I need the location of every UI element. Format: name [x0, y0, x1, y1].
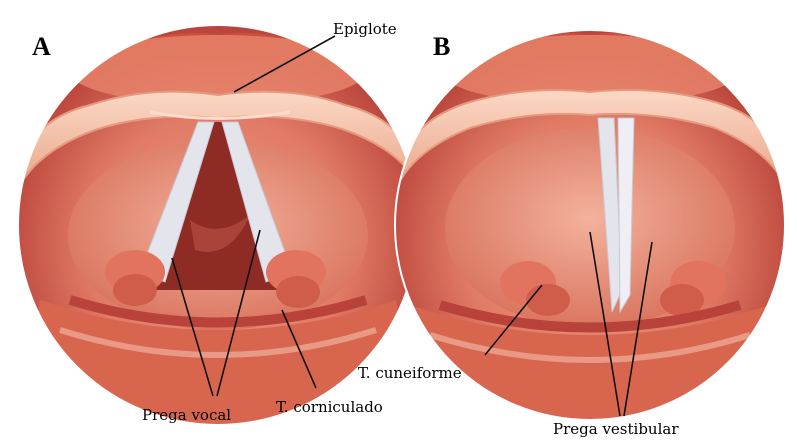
panel-letter-b: B: [433, 32, 450, 62]
panel-letter-a: A: [32, 32, 51, 62]
label-prega-vocal: Prega vocal: [142, 406, 231, 424]
label-t-corniculado: T. corniculado: [276, 398, 383, 416]
label-prega-vestibular: Prega vestibular: [553, 420, 679, 438]
label-t-cuneiforme: T. cuneiforme: [358, 364, 462, 382]
label-epiglote: Epiglote: [333, 20, 397, 38]
